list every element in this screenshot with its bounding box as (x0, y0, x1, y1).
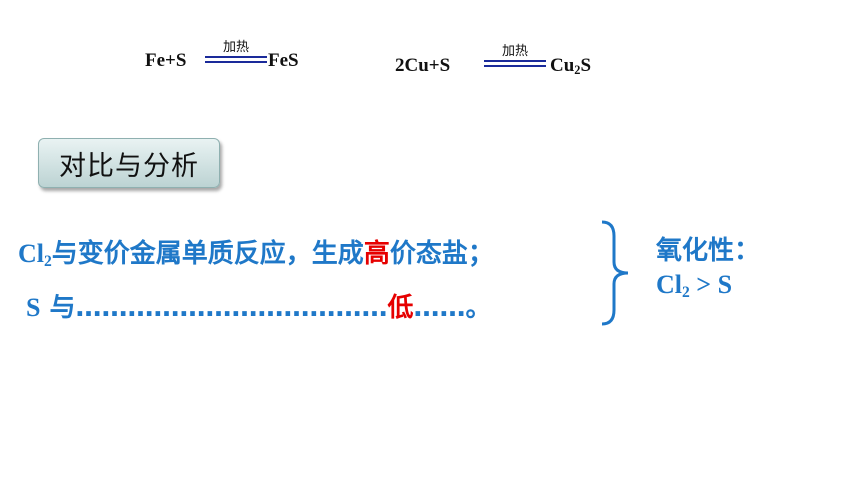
double-line-icon (205, 56, 267, 63)
line1-text-b: 价态盐； (389, 239, 494, 269)
cu-subscript: 2 (574, 63, 581, 78)
oxidizing-label: 氧化性： (656, 236, 761, 266)
cl-symbol-right: Cl (656, 270, 682, 299)
right-brace-icon (601, 220, 629, 326)
cl-subscript: 2 (44, 252, 52, 270)
statement-line-2: S 与………………………………低……。 (26, 287, 492, 324)
cl-subscript-right: 2 (682, 283, 690, 301)
line2-text-b: ……。 (413, 293, 492, 323)
s-symbol-line2: S (26, 293, 41, 322)
statement-line-1: Cl2与变价金属单质反应，生成高价态盐； (18, 233, 494, 271)
equation-fe-s-arrow: 加热 (203, 36, 269, 68)
high-highlight: 高 (363, 239, 390, 269)
line2-text-a: 与……………………………… (40, 293, 388, 323)
comparison-text: > S (689, 270, 733, 299)
equation-cu-s-rhs: Cu2S (550, 55, 591, 78)
cu-symbol: Cu (550, 55, 575, 76)
equation-fe-s-lhs: Fe+S (145, 50, 187, 71)
low-highlight: 低 (387, 293, 414, 323)
oxidizing-comparison: Cl2 > S (656, 270, 732, 302)
cl-symbol: Cl (18, 239, 44, 268)
condition-heat-label-2: 加热 (501, 44, 528, 59)
comparison-analysis-badge: 对比与分析 (38, 138, 220, 188)
equation-fe-s-rhs: FeS (268, 50, 299, 71)
condition-heat-label: 加热 (222, 40, 249, 55)
equation-cu-s-arrow: 加热 (482, 40, 548, 72)
badge-label: 对比与分析 (59, 150, 199, 182)
equation-cu-s-lhs: 2Cu+S (395, 55, 451, 76)
s-symbol: S (580, 55, 592, 76)
line1-text-a: 与变价金属单质反应，生成 (51, 239, 364, 269)
double-line-icon-2 (484, 60, 546, 67)
